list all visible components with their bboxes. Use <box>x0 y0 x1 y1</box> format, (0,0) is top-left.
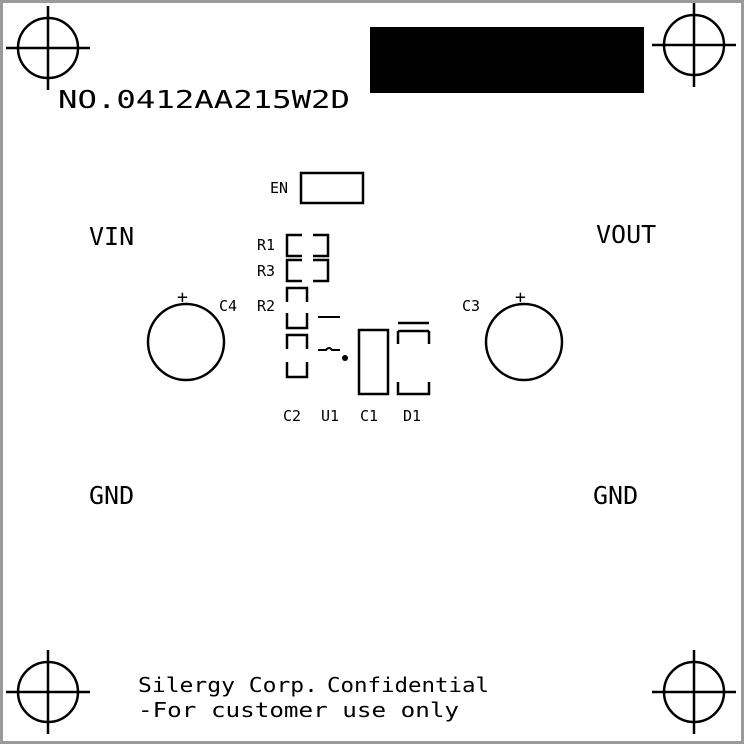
label-u1: U1 <box>321 407 339 425</box>
c3-polarity-plus: + <box>515 287 526 308</box>
mounting-hole-bottom-right-icon <box>652 650 736 734</box>
mounting-hole-top-left-icon <box>6 6 90 90</box>
footer-confidential: Confidential <box>327 673 489 697</box>
mounting-hole-top-right-icon <box>652 3 736 87</box>
pad-en <box>299 171 365 205</box>
label-c4: C4 <box>219 297 237 315</box>
label-c2: C2 <box>283 407 301 425</box>
u1-pin1-dot <box>342 355 348 361</box>
label-vout: VOUT <box>596 220 656 249</box>
footprint-c4 <box>146 302 226 382</box>
footprint-u1 <box>318 316 340 351</box>
part-number: NO.0412AA215W2D <box>58 85 350 114</box>
mounting-hole-bottom-left-icon <box>6 650 90 734</box>
label-vin: VIN <box>89 222 134 251</box>
label-r1: R1 <box>257 236 275 254</box>
c4-polarity-plus: + <box>177 287 188 308</box>
redacted-block <box>370 27 644 93</box>
label-gnd-right: GND <box>593 481 638 510</box>
label-r3: R3 <box>257 262 275 280</box>
footer-company: Silergy Corp. <box>138 673 318 697</box>
label-d1: D1 <box>403 407 421 425</box>
label-en: EN <box>270 179 288 197</box>
label-c3: C3 <box>462 297 480 315</box>
footprint-c2 <box>285 333 309 379</box>
footprint-d1 <box>396 321 431 396</box>
footprint-r3 <box>285 258 330 283</box>
footprint-r2 <box>285 286 309 330</box>
label-gnd-left: GND <box>89 481 134 510</box>
footer-notice: -For customer use only <box>138 698 459 722</box>
footprint-c3 <box>484 302 564 382</box>
footprint-r1 <box>285 233 330 258</box>
label-c1: C1 <box>360 407 378 425</box>
footprint-c1 <box>357 328 390 396</box>
label-r2: R2 <box>257 297 275 315</box>
